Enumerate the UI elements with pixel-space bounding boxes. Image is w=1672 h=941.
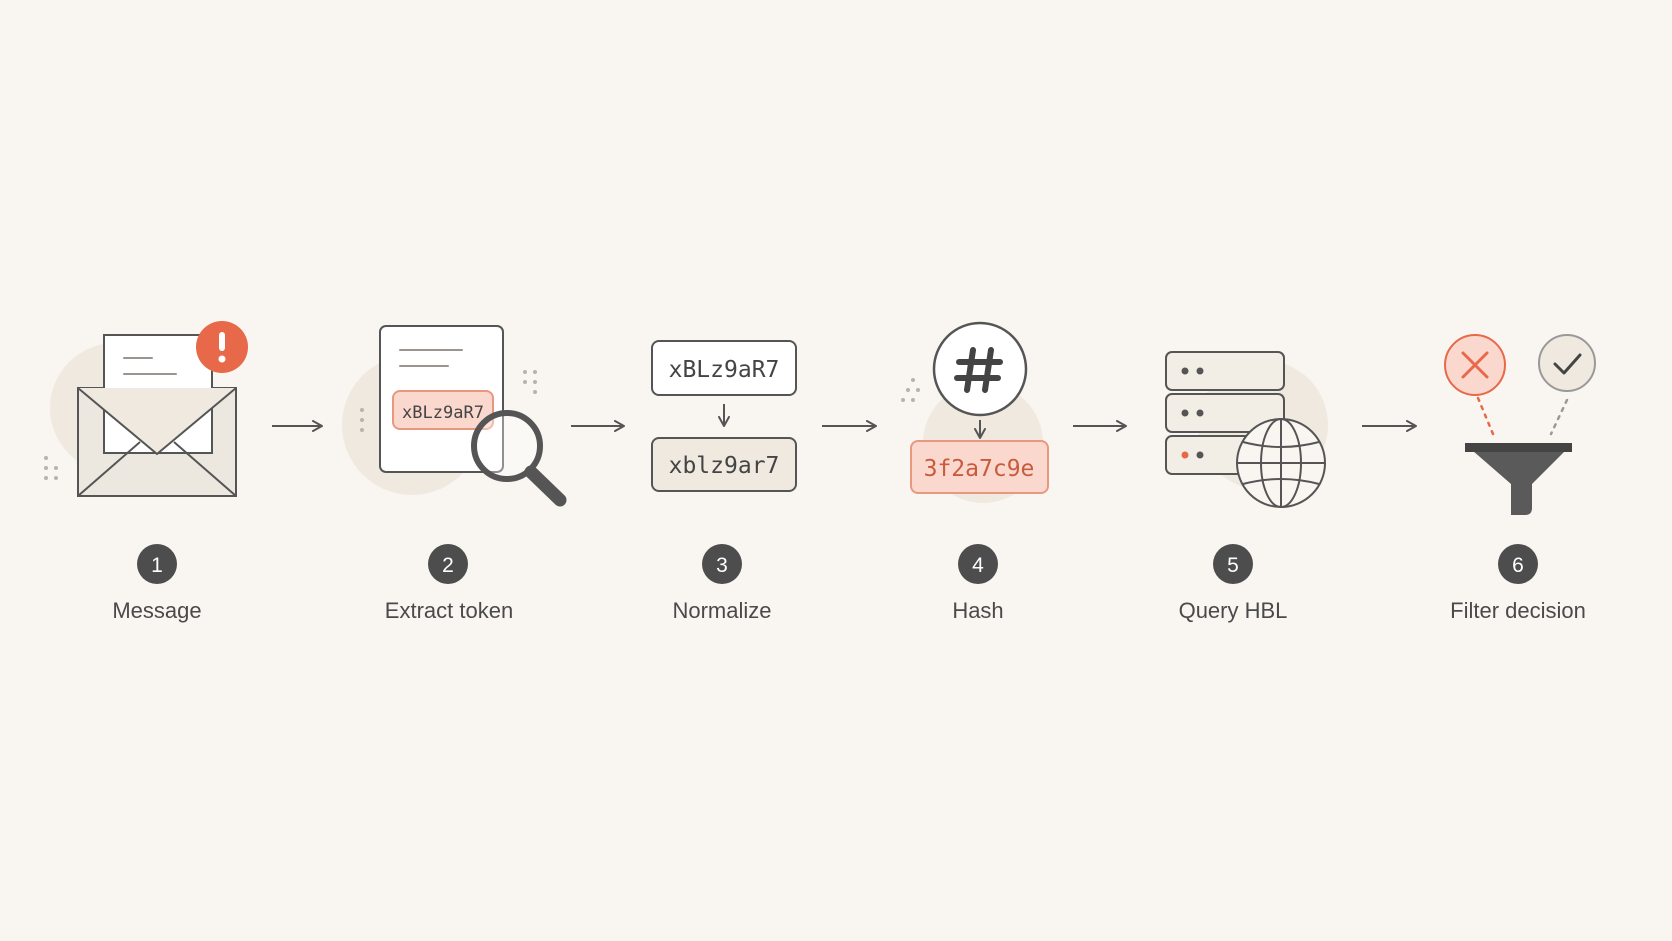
alert-badge-icon	[196, 321, 248, 373]
hash-value-text: 3f2a7c9e	[924, 456, 1035, 482]
envelope-alert-icon	[44, 321, 248, 497]
step-label-message: Message	[112, 598, 202, 623]
step-label-query-hbl: Query HBL	[1178, 598, 1288, 623]
step-label-extract-token: Extract token	[384, 598, 514, 623]
normalize-icon: xBLz9aR7 xblz9ar7	[651, 340, 797, 492]
step-badge-4: 4	[958, 544, 998, 584]
step-badge-2: 2	[428, 544, 468, 584]
step-label-normalize: Normalize	[672, 598, 772, 623]
globe-icon	[1236, 418, 1326, 508]
extracted-token-text: xBLz9aR7	[402, 403, 484, 423]
accept-icon	[1538, 334, 1596, 392]
funnel-decision-icon	[1444, 334, 1596, 515]
normalized-token-text: xblz9ar7	[669, 453, 780, 479]
svg-text:5: 5	[1227, 554, 1239, 577]
hash-icon: 3f2a7c9e	[901, 321, 1049, 503]
step-badge-6: 6	[1498, 544, 1538, 584]
server-globe-icon	[1165, 351, 1328, 508]
svg-text:2: 2	[442, 554, 454, 577]
svg-text:6: 6	[1512, 554, 1524, 577]
reject-icon	[1444, 334, 1506, 396]
step-label-filter-decision: Filter decision	[1450, 598, 1586, 623]
svg-text:3: 3	[716, 554, 728, 577]
original-token-text: xBLz9aR7	[669, 357, 780, 383]
svg-text:1: 1	[151, 554, 163, 577]
document-magnifier-icon: xBLz9aR7	[342, 325, 567, 507]
step-badge-1: 1	[137, 544, 177, 584]
step-badge-5: 5	[1213, 544, 1253, 584]
step-label-hash: Hash	[952, 598, 1004, 623]
step-badge-3: 3	[702, 544, 742, 584]
svg-text:4: 4	[972, 554, 984, 577]
